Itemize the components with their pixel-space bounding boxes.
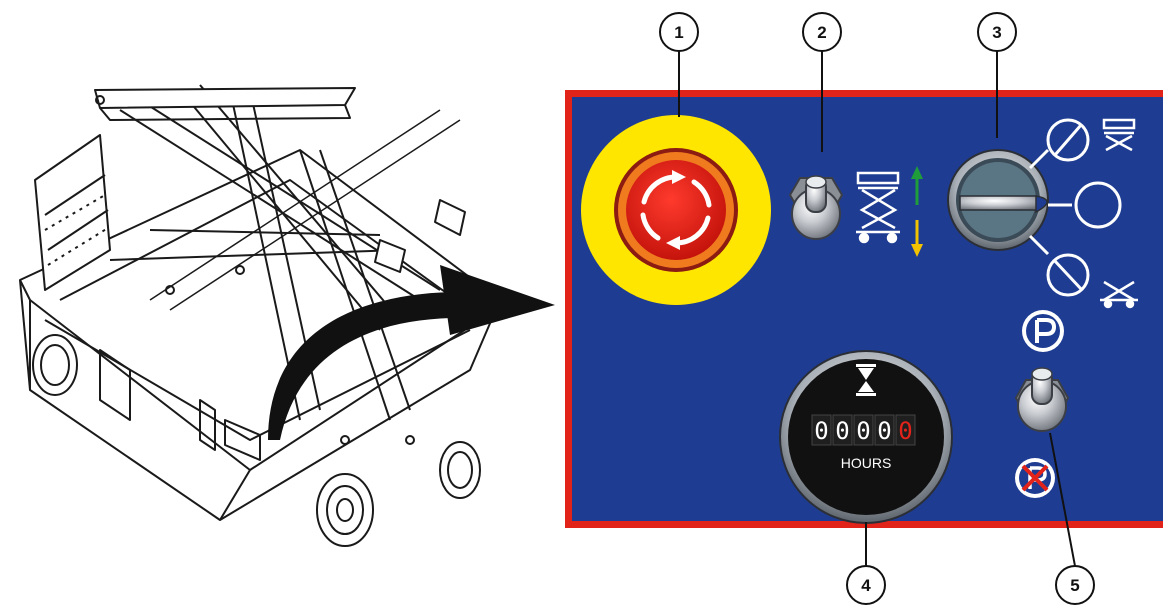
scissor-lift-icon xyxy=(856,171,900,244)
off-position-icon xyxy=(1046,118,1090,162)
hour-meter: 0 0 0 0 0 HOURS xyxy=(779,350,953,524)
toggle-switch-icon xyxy=(788,175,844,240)
toggle-switch-icon xyxy=(1014,367,1070,432)
key-switch-icon xyxy=(947,149,1049,251)
hour-digit-5: 0 xyxy=(898,417,912,445)
callout-4-label: 4 xyxy=(861,576,871,595)
callout-3: 3 xyxy=(977,12,1017,52)
hour-digit-1: 0 xyxy=(814,417,828,445)
callout-3-label: 3 xyxy=(992,23,1001,42)
lift-toggle-switch[interactable] xyxy=(788,166,923,257)
hour-digit-3: 0 xyxy=(856,417,870,445)
callout-2-label: 2 xyxy=(817,23,826,42)
ground-off-icon xyxy=(1046,253,1090,297)
park-toggle-switch[interactable] xyxy=(1014,310,1070,498)
callout-2: 2 xyxy=(802,12,842,52)
platform-control-icon xyxy=(1102,118,1136,152)
curved-arrow-icon xyxy=(268,265,555,440)
callout-4: 4 xyxy=(846,565,886,605)
callout-1-label: 1 xyxy=(674,23,683,42)
rotate-arrows-icon xyxy=(640,174,712,246)
emergency-stop-button[interactable] xyxy=(581,115,771,305)
hourglass-icon xyxy=(856,364,876,396)
hour-digit-2: 0 xyxy=(835,417,849,445)
hour-meter-label: HOURS xyxy=(841,455,892,471)
callout-leaders xyxy=(678,51,1076,567)
callout-5: 5 xyxy=(1055,565,1095,605)
no-parking-icon xyxy=(1015,458,1055,498)
callout-5-label: 5 xyxy=(1070,576,1079,595)
up-arrow-icon xyxy=(911,166,923,205)
ground-control-icon xyxy=(1100,280,1138,309)
parking-icon xyxy=(1022,310,1064,352)
hour-digit-4: 0 xyxy=(877,417,891,445)
center-position-icon xyxy=(1074,181,1122,229)
callout-1: 1 xyxy=(659,12,699,52)
key-switch[interactable] xyxy=(947,118,1138,309)
hour-digits: 0 0 0 0 0 xyxy=(811,414,916,446)
scissor-lift-drawing xyxy=(19,84,501,547)
down-arrow-icon xyxy=(911,220,923,257)
